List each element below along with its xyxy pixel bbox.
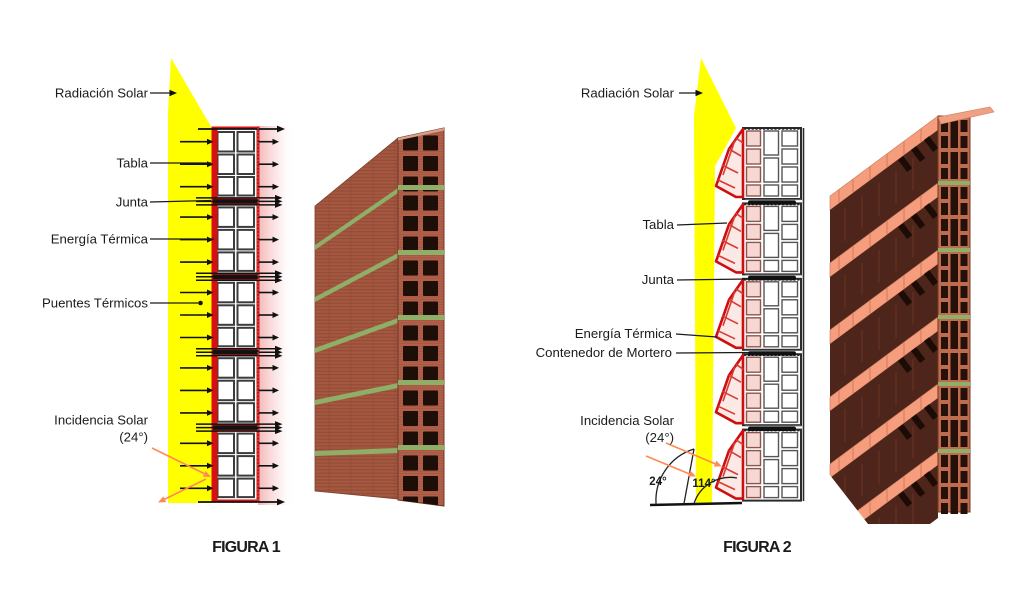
label-incidencia-angle: (24°): [645, 430, 674, 445]
figure1-caption: FIGURA 1: [212, 539, 281, 556]
leader-lines: [675, 92, 750, 354]
solar-beam: [168, 58, 213, 503]
label-contenedor-mortero: Contenedor de Mortero: [536, 345, 672, 360]
label-tabla: Tabla: [642, 217, 674, 232]
mortar-bands-side: [315, 188, 398, 456]
incidence-rays: [645, 442, 719, 476]
label-radiacion-solar: Radiación Solar: [55, 86, 149, 101]
wall-section: [714, 126, 805, 502]
label-energia-termica: Energía Térmica: [575, 326, 673, 341]
label-tabla: Tabla: [116, 156, 148, 171]
mortar-bands: [938, 181, 970, 453]
figure2-caption: FIGURA 2: [723, 539, 792, 556]
figure2: Radiación Solar Tabla Junta Energía Térm…: [536, 58, 995, 556]
solar-beam: [694, 58, 736, 503]
mortar-container-bar: [744, 199, 802, 206]
label-radiacion-solar: Radiación Solar: [581, 86, 675, 101]
cut-face-cells: [398, 135, 444, 506]
label-junta: Junta: [642, 272, 675, 287]
label-incidencia-solar: Incidencia Solar: [54, 413, 148, 428]
figure1: Radiación Solar Tabla Junta Energía Térm…: [42, 58, 445, 556]
label-angle-114: 114°: [692, 478, 716, 490]
label-incidencia-angle: (24°): [119, 430, 148, 445]
wall-3d: [829, 106, 995, 524]
label-puentes-termicos: Puentes Térmicos: [42, 296, 148, 311]
wall-section: [180, 124, 286, 507]
puentes-dot: [198, 300, 203, 306]
leader-lines: [149, 92, 214, 304]
label-angle-24: 24°: [649, 476, 667, 488]
label-junta: Junta: [116, 195, 149, 210]
label-incidencia-solar: Incidencia Solar: [580, 413, 674, 428]
incidence-rays: [151, 447, 208, 502]
label-energia-termica: Energía Térmica: [51, 232, 149, 247]
wall-3d: [314, 127, 445, 507]
